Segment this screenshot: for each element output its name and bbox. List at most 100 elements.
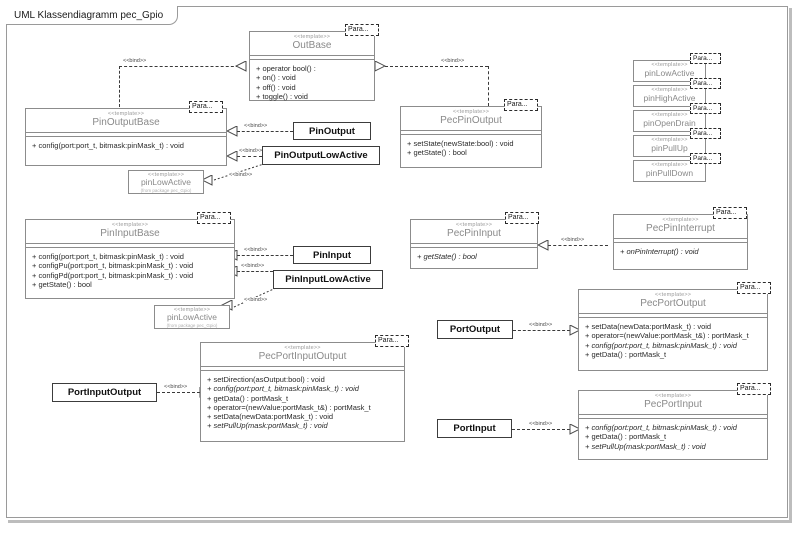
class-pec-pin-interrupt[interactable]: <<template>> PecPinInterrupt + onPinInte… (613, 214, 748, 270)
class-name: PecPinInput (447, 228, 501, 239)
bind-label-1: <<bind>> (122, 58, 148, 64)
template-parameter-box-1: Para... (690, 78, 721, 89)
operation-row: + getState() : bool (407, 148, 467, 158)
class-pec-pin-input[interactable]: <<template>> PecPinInput + getState() : … (410, 219, 538, 269)
template-parameter-box-pec-port-input: Para... (737, 383, 771, 395)
connector-pininput-h (237, 255, 293, 256)
class-name: pinLowActive (166, 312, 218, 322)
compartment-separator (579, 414, 767, 419)
compartment-separator (579, 313, 767, 318)
operation-row: + config(port:port_t, bitmask:pinMask_t)… (585, 423, 737, 432)
class-header-pin-low-active-in: <<template>> pinLowActive (from package … (155, 306, 229, 330)
class-out-base[interactable]: <<template>> OutBase + operator bool() :… (249, 31, 375, 101)
connector-pinoutputlowactive-h (237, 156, 262, 157)
bind-label-8: <<bind>> (243, 297, 269, 303)
class-name: PinInputBase (100, 228, 160, 239)
class-pec-port-input-output[interactable]: <<template>> PecPortInputOutput + setDir… (200, 342, 405, 442)
operations-list-pec-port-input-output: + setDirection(asOutput:bool) : void + c… (201, 371, 404, 435)
class-pin-low-active-in[interactable]: <<template>> pinLowActive (from package … (154, 305, 230, 329)
stereotype-label: <<template>> (111, 222, 149, 228)
class-pin-input-base[interactable]: <<template>> PinInputBase + config(port:… (25, 219, 235, 299)
class-pin-low-active-out[interactable]: <<template>> pinLowActive (from package … (128, 170, 204, 194)
connector-pecpininterrupt-h (548, 245, 608, 246)
stereotype-label: <<template>> (654, 292, 692, 298)
template-parameter-box-pin-output-base: Para... (189, 101, 223, 113)
operations-list-pin-output-base: + config(port:port_t, bitmask:pinMask_t)… (26, 137, 226, 154)
connector-portinputoutput-h (157, 392, 200, 393)
operation-row: + setData(newData:portMask_t) : void (585, 322, 712, 331)
bind-label-5: <<bind>> (228, 172, 254, 178)
template-parameter-box-4: Para... (690, 153, 721, 164)
compartment-separator (250, 55, 374, 60)
class-header-pec-port-input: <<template>> PecPortInput (579, 391, 767, 414)
compartment-separator (614, 238, 747, 243)
connector-pininputlowactive-h (237, 271, 273, 272)
connector-pinoutputbase-outbase-h (119, 66, 244, 67)
stereotype-label: <<template>> (452, 109, 490, 115)
stereotype-label: <<template>> (651, 87, 688, 93)
class-pec-port-input[interactable]: <<template>> PecPortInput + config(port:… (578, 390, 768, 460)
stereotype-label: <<template>> (651, 162, 688, 168)
class-template-pin-pull-up[interactable]: <<template>> pinPullUp (633, 135, 706, 157)
operations-list-out-base: + operator bool() : + on() : void + off(… (250, 60, 374, 105)
class-name: PecPortInput (644, 399, 702, 410)
bound-class-port-input-output[interactable]: PortInputOutput (52, 383, 157, 402)
operation-row: + setDirection(asOutput:bool) : void (207, 375, 325, 384)
class-template-pin-low-active[interactable]: <<template>> pinLowActive (633, 60, 706, 82)
compartment-separator (26, 243, 234, 248)
stereotype-label: <<template>> (107, 111, 145, 117)
bind-label-9: <<bind>> (560, 237, 586, 243)
operations-list-pin-input-base: + config(port:port_t, bitmask:pinMask_t)… (26, 248, 234, 293)
bind-label-7: <<bind>> (240, 263, 266, 269)
class-pin-output-base[interactable]: <<template>> PinOutputBase + config(port… (25, 108, 227, 166)
class-name: pinPullUp (651, 143, 688, 153)
template-parameter-box-3: Para... (690, 128, 721, 139)
operations-list-pec-pin-input: + getState() : bool (411, 248, 537, 265)
class-header-pec-port-input-output: <<template>> PecPortInputOutput (201, 343, 404, 366)
bound-class-pin-output[interactable]: PinOutput (293, 122, 371, 140)
operation-row: + getState() : bool (32, 279, 92, 289)
class-header-template-4: <<template>> pinPullDown (634, 161, 705, 179)
connector-pinoutput-h (237, 131, 293, 132)
class-header-template-0: <<template>> pinLowActive (634, 61, 705, 79)
inherit-arrow-outbase-left (235, 61, 247, 72)
inherit-arrow-pinlowactive-out (201, 175, 213, 186)
inherit-arrow-pinoutputbase-2 (226, 151, 238, 162)
class-header-pec-pin-input: <<template>> PecPinInput (411, 220, 537, 243)
operation-row: + operator bool() : (256, 64, 316, 73)
class-template-pin-pull-down[interactable]: <<template>> pinPullDown (633, 160, 706, 182)
bound-class-port-input[interactable]: PortInput (437, 419, 512, 438)
bind-label-12: <<bind>> (528, 421, 554, 427)
bound-class-pin-input[interactable]: PinInput (293, 246, 371, 264)
template-parameter-box-pec-pin-input: Para... (505, 212, 539, 224)
class-pec-pin-output[interactable]: <<template>> PecPinOutput + setState(new… (400, 106, 542, 168)
bound-class-pin-output-low-active[interactable]: PinOutputLowActive (262, 146, 380, 165)
class-template-pin-open-drain[interactable]: <<template>> pinOpenDrain (633, 110, 706, 132)
operation-row: + off() : void (256, 82, 296, 92)
class-header-pec-pin-output: <<template>> PecPinOutput (401, 107, 541, 130)
connector-pinlowactive-out (212, 160, 274, 189)
class-header-pin-output-base: <<template>> PinOutputBase (26, 109, 226, 132)
inherit-arrow-outbase-right (374, 61, 386, 72)
class-pec-port-output[interactable]: <<template>> PecPortOutput + setData(new… (578, 289, 768, 371)
stereotype-label: <<template>> (651, 62, 688, 68)
operations-list-pec-port-input: + config(port:port_t, bitmask:pinMask_t)… (579, 419, 767, 455)
bind-label-6: <<bind>> (243, 247, 269, 253)
stereotype-label: <<template>> (651, 137, 688, 143)
template-parameter-box-pin-input-base: Para... (197, 212, 231, 224)
bound-class-port-output[interactable]: PortOutput (437, 320, 513, 339)
template-parameter-box-0: Para... (690, 53, 721, 64)
operation-row: + setPullUp(mask:portMask_t) : void (585, 441, 706, 451)
frame-shadow-bottom (8, 520, 790, 523)
stereotype-label: <<template>> (662, 217, 699, 223)
class-name: pinOpenDrain (643, 118, 696, 128)
operation-row: + configPu(port:port_t, bitmask:pinMask_… (32, 261, 194, 271)
class-template-pin-high-active[interactable]: <<template>> pinHighActive (633, 85, 706, 107)
bound-class-pin-input-low-active[interactable]: PinInputLowActive (273, 270, 383, 289)
operations-list-pec-pin-interrupt: + onPinInterrupt() : void (614, 243, 747, 260)
connector-pecpinoutput-outbase-v (488, 66, 489, 106)
class-header-template-3: <<template>> pinPullUp (634, 136, 705, 154)
class-name: PinOutputBase (92, 117, 160, 128)
page-title: UML Klassendiagramm pec_Gpio (14, 9, 164, 21)
